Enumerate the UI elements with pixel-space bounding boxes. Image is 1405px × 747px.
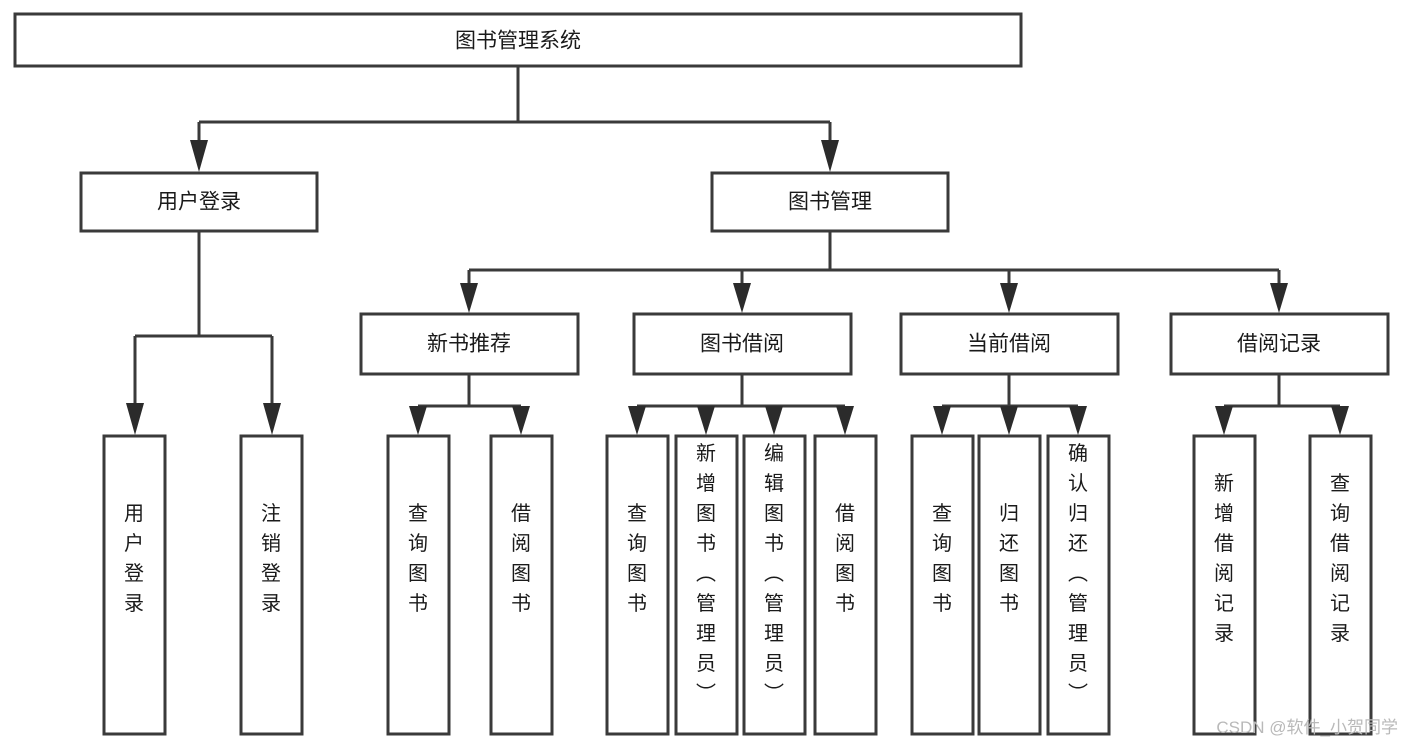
node-leaf-user-login[interactable]: 用户登录 bbox=[102, 434, 167, 736]
node-leaf-query-book-2[interactable]: 查询图书 bbox=[605, 434, 670, 736]
node-leaf-query-book-2-box[interactable] bbox=[605, 434, 670, 736]
node-leaf-return-book-label: 归还图书 bbox=[999, 502, 1019, 615]
node-book-borrow-box[interactable] bbox=[632, 312, 853, 376]
arrow-head-leaf-edit-book bbox=[765, 406, 783, 435]
arrow-head-leaf-borrow-book-1 bbox=[512, 406, 530, 435]
node-borrow-record-label: 借阅记录 bbox=[1237, 333, 1321, 356]
arrow-head-leaf-query-book-2 bbox=[628, 406, 646, 435]
node-leaf-query-book-1[interactable]: 查询图书 bbox=[386, 434, 451, 736]
node-leaf-add-record-box[interactable] bbox=[1192, 434, 1257, 736]
node-current-borrow-label: 当前借阅 bbox=[967, 333, 1051, 356]
arrow-head-current-borrow bbox=[1000, 283, 1018, 313]
node-leaf-query-book-1-label: 查询图书 bbox=[408, 502, 428, 615]
node-leaf-borrow-book-2[interactable]: 借阅图书 bbox=[813, 434, 878, 736]
node-leaf-query-book-3-label: 查询图书 bbox=[932, 502, 952, 615]
node-leaf-user-login-box[interactable] bbox=[102, 434, 167, 736]
node-user-login-box[interactable] bbox=[79, 171, 319, 233]
arrow-head-book-borrow bbox=[733, 283, 751, 313]
node-current-borrow[interactable]: 当前借阅 bbox=[899, 312, 1120, 376]
arrow-head-leaf-confirm-return bbox=[1069, 406, 1087, 435]
arrow-head-leaf-query-record bbox=[1331, 406, 1349, 435]
node-book-borrow-label: 图书借阅 bbox=[700, 333, 784, 356]
node-root[interactable]: 图书管理系统 bbox=[13, 12, 1023, 68]
arrow-head-leaf-logout-login bbox=[263, 403, 281, 435]
node-leaf-query-record-label: 查询借阅记录 bbox=[1330, 472, 1350, 645]
node-book-manage-label: 图书管理 bbox=[788, 191, 872, 214]
node-leaf-add-book[interactable]: 新增图书︵管理员︶ bbox=[674, 434, 739, 736]
node-leaf-add-record-label: 新增借阅记录 bbox=[1214, 472, 1234, 645]
node-leaf-user-login-label: 用户登录 bbox=[124, 503, 144, 615]
node-leaf-query-book-2-label: 查询图书 bbox=[627, 502, 647, 615]
node-leaf-confirm-return[interactable]: 确认归还︵管理员︶ bbox=[1046, 434, 1111, 736]
node-new-book-recommend-box[interactable] bbox=[359, 312, 580, 376]
node-leaf-query-record[interactable]: 查询借阅记录 bbox=[1308, 434, 1373, 736]
node-leaf-logout-login-box[interactable] bbox=[239, 434, 304, 736]
node-leaf-add-record[interactable]: 新增借阅记录 bbox=[1192, 434, 1257, 736]
node-leaf-add-book-box[interactable] bbox=[674, 434, 739, 736]
arrow-head-leaf-query-book-3 bbox=[933, 406, 951, 435]
csdn-watermark: CSDN @软件_小贺同学 bbox=[1216, 718, 1398, 737]
arrow-head-book-manage bbox=[821, 140, 839, 172]
node-leaf-logout-login[interactable]: 注销登录 bbox=[239, 434, 304, 736]
node-user-login-label: 用户登录 bbox=[157, 191, 241, 214]
node-leaf-edit-book-label: 编辑图书︵管理员︶ bbox=[764, 442, 784, 705]
arrow-head-user-login bbox=[190, 140, 208, 172]
node-leaf-return-book-box[interactable] bbox=[977, 434, 1042, 736]
node-leaf-query-record-box[interactable] bbox=[1308, 434, 1373, 736]
node-root-label: 图书管理系统 bbox=[455, 30, 581, 53]
arrow-head-leaf-borrow-book-2 bbox=[836, 406, 854, 435]
arrow-head-leaf-add-record bbox=[1215, 406, 1233, 435]
node-leaf-query-book-3-box[interactable] bbox=[910, 434, 975, 736]
node-new-book-recommend[interactable]: 新书推荐 bbox=[359, 312, 580, 376]
node-book-borrow[interactable]: 图书借阅 bbox=[632, 312, 853, 376]
arrow-head-borrow-record bbox=[1270, 283, 1288, 313]
node-borrow-record[interactable]: 借阅记录 bbox=[1169, 312, 1390, 376]
node-leaf-confirm-return-label: 确认归还︵管理员︶ bbox=[1068, 442, 1088, 705]
node-leaf-borrow-book-2-label: 借阅图书 bbox=[835, 502, 855, 615]
node-leaf-query-book-1-box[interactable] bbox=[386, 434, 451, 736]
node-leaf-borrow-book-2-box[interactable] bbox=[813, 434, 878, 736]
arrow-head-new-book-recommend bbox=[460, 283, 478, 313]
node-borrow-record-box[interactable] bbox=[1169, 312, 1390, 376]
arrow-head-leaf-query-book-1 bbox=[409, 406, 427, 435]
node-leaf-logout-login-label: 注销登录 bbox=[261, 502, 281, 615]
arrow-head-leaf-user-login bbox=[126, 403, 144, 435]
node-leaf-borrow-book-1-label: 借阅图书 bbox=[511, 502, 531, 615]
node-leaf-add-book-label: 新增图书︵管理员︶ bbox=[696, 442, 716, 705]
node-leaf-edit-book[interactable]: 编辑图书︵管理员︶ bbox=[742, 434, 807, 736]
node-user-login[interactable]: 用户登录 bbox=[79, 171, 319, 233]
node-leaf-edit-book-box[interactable] bbox=[742, 434, 807, 736]
node-root-box[interactable] bbox=[13, 12, 1023, 68]
node-leaf-return-book[interactable]: 归还图书 bbox=[977, 434, 1042, 736]
node-book-manage-box[interactable] bbox=[710, 171, 950, 233]
node-leaf-borrow-book-1-box[interactable] bbox=[489, 434, 554, 736]
node-leaf-query-book-3[interactable]: 查询图书 bbox=[910, 434, 975, 736]
node-leaf-borrow-book-1[interactable]: 借阅图书 bbox=[489, 434, 554, 736]
connector-layer bbox=[126, 67, 1349, 435]
node-new-book-recommend-label: 新书推荐 bbox=[427, 333, 511, 356]
node-book-manage[interactable]: 图书管理 bbox=[710, 171, 950, 233]
node-leaf-confirm-return-box[interactable] bbox=[1046, 434, 1111, 736]
arrow-head-leaf-return-book bbox=[1000, 406, 1018, 435]
node-current-borrow-box[interactable] bbox=[899, 312, 1120, 376]
arrow-head-leaf-add-book bbox=[697, 406, 715, 435]
